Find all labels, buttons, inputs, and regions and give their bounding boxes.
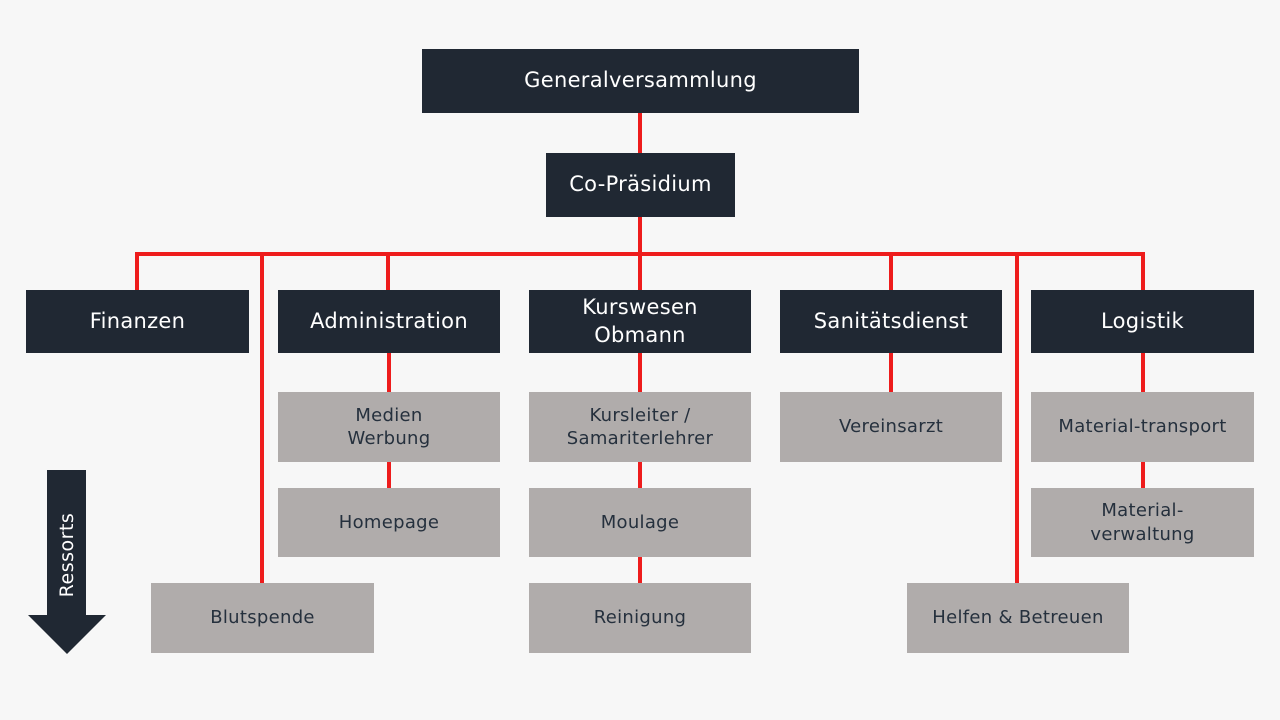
box-material-transport: Material-transport	[1031, 392, 1254, 462]
label-blutspende: Blutspende	[210, 607, 315, 629]
box-kurswesen-obmann: Kurswesen Obmann	[529, 290, 751, 353]
label-vereinsarzt: Vereinsarzt	[838, 416, 944, 438]
ressorts-arrow-icon	[28, 470, 106, 654]
label-generalversammlung: Generalversammlung	[524, 68, 757, 93]
label-reinigung: Reinigung	[593, 607, 687, 629]
ressorts-label: Ressorts	[56, 512, 78, 598]
label-finanzen: Finanzen	[89, 308, 186, 333]
label-logistik: Logistik	[1101, 308, 1184, 333]
box-co-praesidium: Co-Präsidium	[546, 153, 735, 217]
label-kurswesen-obmann: Kurswesen Obmann	[582, 295, 698, 347]
box-moulage: Moulage	[529, 488, 751, 557]
box-kursleiter: Kursleiter / Samariterlehrer	[529, 392, 751, 462]
label-medien-werbung: Medien Werbung	[347, 404, 431, 449]
box-logistik: Logistik	[1031, 290, 1254, 353]
box-administration: Administration	[278, 290, 500, 353]
box-homepage: Homepage	[278, 488, 500, 557]
label-material-transport: Material-transport	[1058, 416, 1227, 438]
box-finanzen: Finanzen	[26, 290, 249, 353]
label-moulage: Moulage	[600, 511, 680, 533]
label-sanitaetsdienst: Sanitätsdienst	[813, 308, 969, 333]
box-sanitaetsdienst: Sanitätsdienst	[780, 290, 1002, 353]
label-co-praesidium: Co-Präsidium	[569, 172, 712, 197]
box-helfen-betreuen: Helfen & Betreuen	[907, 583, 1129, 653]
label-homepage: Homepage	[338, 511, 440, 533]
box-blutspende: Blutspende	[151, 583, 374, 653]
box-generalversammlung: Generalversammlung	[422, 49, 859, 113]
label-helfen-betreuen: Helfen & Betreuen	[932, 607, 1104, 629]
box-vereinsarzt: Vereinsarzt	[780, 392, 1002, 462]
label-administration: Administration	[310, 308, 468, 333]
box-reinigung: Reinigung	[529, 583, 751, 653]
label-material-verwaltung: Material- verwaltung	[1090, 500, 1195, 545]
box-material-verwaltung: Material- verwaltung	[1031, 488, 1254, 557]
box-medien-werbung: Medien Werbung	[278, 392, 500, 462]
label-kursleiter: Kursleiter / Samariterlehrer	[566, 404, 714, 449]
